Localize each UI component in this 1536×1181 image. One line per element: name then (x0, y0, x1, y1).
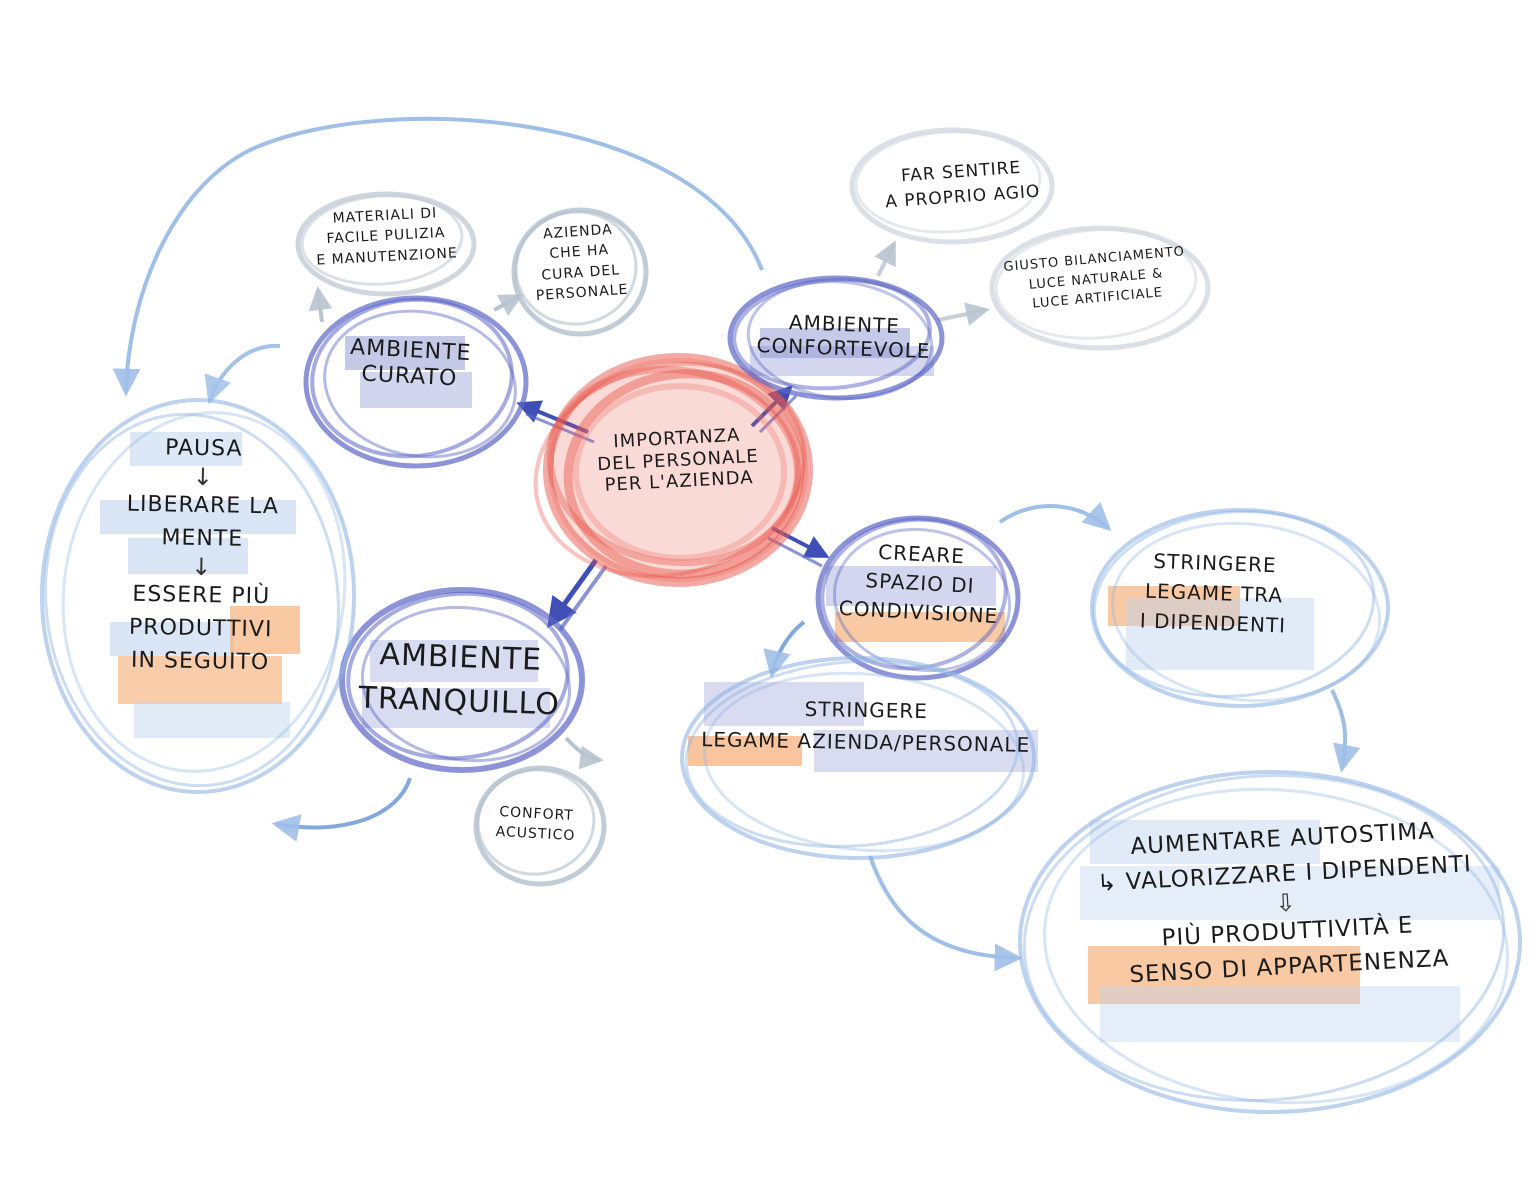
node-circles (40, 127, 1522, 1114)
arrow-confortevole-to-bilanciamento (937, 302, 990, 326)
legame-azienda-circle (680, 656, 1036, 860)
arrow-tranquillo-to-acustico (564, 736, 604, 770)
curato-circle (303, 295, 529, 469)
pausa-line-1: Pausa (164, 435, 243, 462)
pausa-line-4: essere più (95, 577, 308, 614)
pausa-line-2: liberare la (126, 491, 280, 520)
legame-azienda-line-2: legame azienda/personale (685, 723, 1046, 761)
pausa-line-4a: essere (132, 581, 224, 609)
arrow-curato-to-pausa (204, 343, 281, 405)
center-circle (533, 353, 813, 587)
pausa-line-6: in seguito (130, 647, 270, 676)
arrow-curato-to-materiali (308, 286, 333, 323)
arrow-center-to-confortevole (750, 385, 798, 434)
arrow-legame-azienda-to-autostima (868, 855, 1023, 972)
autostima-line-3b: e (1397, 912, 1415, 940)
far-sentire-circle (849, 127, 1055, 245)
pausa-line-5: produttivi (128, 614, 273, 643)
connectors (112, 116, 1361, 972)
confort-acustico-node: Confort acustico (483, 801, 589, 847)
legame-dipendenti-node: Stringere legame tra i dipendenti (1100, 544, 1327, 642)
legame-azienda-line-2a: legame (701, 727, 791, 753)
materiali-node: Materiali di facile pulizia e manutenzio… (299, 202, 474, 272)
legame-dipendenti-circle (1090, 508, 1390, 708)
autostima-circle (1018, 770, 1522, 1114)
legame-dipendenti-line-2b: tra (1240, 581, 1284, 608)
legame-dipendenti-line-2a: legame (1144, 578, 1235, 606)
condivisione-circle (815, 515, 1021, 681)
ambiente-tranquillo-line-1: Ambiente (378, 637, 543, 678)
ambiente-confortevole-node: Ambiente confortevole (743, 309, 945, 364)
ambiente-tranquillo-line-2: tranquillo (358, 679, 561, 722)
arrow-confortevole-to-pausa (112, 116, 764, 397)
ambiente-tranquillo-node: Ambiente tranquillo (347, 632, 574, 727)
arrow-confortevole-to-far-sentire (874, 240, 896, 277)
autostima-node: Aumentare autostima ↳ valorizzare i dipe… (1058, 810, 1514, 995)
materiali-circle (295, 191, 477, 297)
center-node: Importanza del personale per l'azienda (576, 423, 779, 498)
creare-spazio-node: Creare spazio di condivisione (818, 535, 1022, 632)
tranquillo-circle (339, 587, 585, 773)
arrow-curato-to-azienda-cura (493, 294, 524, 317)
arrow-condivisione-to-legame-dipendenti (998, 501, 1112, 532)
arrow-tranquillo-to-pausa (271, 777, 412, 842)
azienda-cura-circle (511, 207, 649, 337)
pausa-circle (40, 398, 356, 794)
arrow-legame-dipendenti-to-autostima (1330, 689, 1361, 773)
acustico-circle (473, 765, 607, 887)
down-arrow-icon: ↓ (192, 462, 215, 492)
ambiente-curato-node: Ambiente curato (329, 334, 492, 395)
pausa-line-4b: più (231, 583, 271, 610)
highlights (100, 328, 1500, 1042)
pausa-line-3: mente (161, 525, 244, 552)
confortevole-circle (727, 275, 945, 401)
pausa-node: Pausa ↓ liberare la mente ↓ essere più p… (94, 430, 310, 680)
azienda-cura-node: Azienda che ha cura del personale (517, 218, 642, 307)
down-arrow-icon: ↓ (190, 552, 213, 582)
bilanciamento-circle (989, 225, 1211, 351)
legame-azienda-line-2b: azienda/personale (797, 728, 1031, 757)
legame-azienda-node: Stringere legame azienda/personale (685, 691, 1046, 761)
arrow-center-to-tranquillo (547, 558, 608, 632)
